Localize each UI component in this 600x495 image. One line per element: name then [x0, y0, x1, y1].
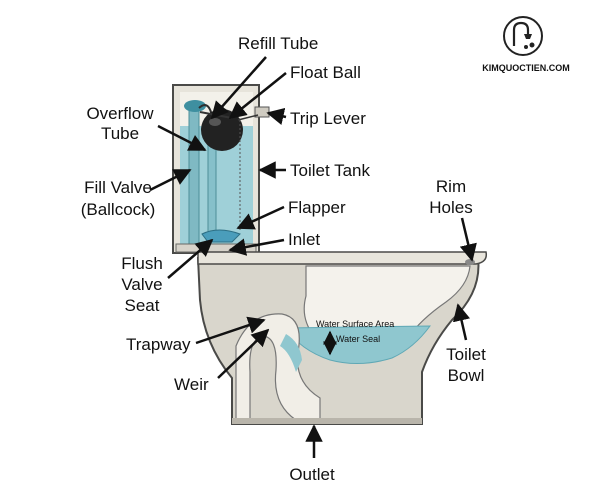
arrow-overflow-tube [157, 124, 207, 152]
flapper-shape [201, 229, 241, 243]
label-fill-valve-line2: (Ballcock) [81, 200, 156, 219]
label-rim-holes-line1: Rim [436, 177, 466, 196]
label-float-ball: Float Ball [290, 63, 361, 82]
brand-logo: KIMQUOCTIEN.COM [482, 16, 570, 73]
label-refill-tube: Refill Tube [238, 34, 318, 53]
label-rim-holes-line2: Holes [429, 198, 472, 217]
label-fill-valve-line1: Fill Valve [84, 178, 152, 197]
toilet-bowl-illustration [196, 251, 488, 425]
label-flush-valve-line3: Seat [125, 296, 160, 315]
brand-name: KIMQUOCTIEN.COM [482, 63, 570, 73]
diagram-labels: Refill Tube Float Ball Overflow Tube Tri… [81, 34, 486, 484]
arrow-flush-valve-seat [167, 238, 214, 279]
label-trapway: Trapway [126, 335, 191, 354]
toilet-tank-illustration [172, 84, 270, 254]
arrow-trapway [195, 316, 266, 345]
label-toilet-tank: Toilet Tank [290, 161, 371, 180]
bowl-water [285, 325, 431, 364]
arrow-rim-holes [459, 217, 477, 262]
label-flapper: Flapper [288, 198, 346, 217]
label-overflow-tube-line2: Tube [101, 124, 139, 143]
label-water-surface-area: Water Surface Area [316, 319, 394, 329]
label-water-seal: Water Seal [336, 334, 380, 344]
label-inlet: Inlet [288, 230, 320, 249]
arrow-trip-lever [266, 107, 287, 125]
label-outlet: Outlet [289, 465, 335, 484]
label-toilet-bowl-line2: Bowl [448, 366, 485, 385]
arrow-toilet-bowl [452, 303, 471, 341]
arrow-inlet [228, 238, 285, 256]
label-toilet-bowl-line1: Toilet [446, 345, 486, 364]
callout-arrows [149, 56, 477, 458]
label-weir: Weir [174, 375, 209, 394]
label-flush-valve-line1: Flush [121, 254, 163, 273]
arrow-float-ball [228, 72, 287, 120]
arrow-fill-valve [149, 168, 192, 192]
label-overflow-tube-line1: Overflow [86, 104, 154, 123]
arrow-refill-tube [210, 56, 267, 120]
label-flush-valve-line2: Valve [121, 275, 162, 294]
label-trip-lever: Trip Lever [290, 109, 366, 128]
arrow-weir [217, 328, 270, 379]
arrow-flapper [236, 205, 285, 230]
